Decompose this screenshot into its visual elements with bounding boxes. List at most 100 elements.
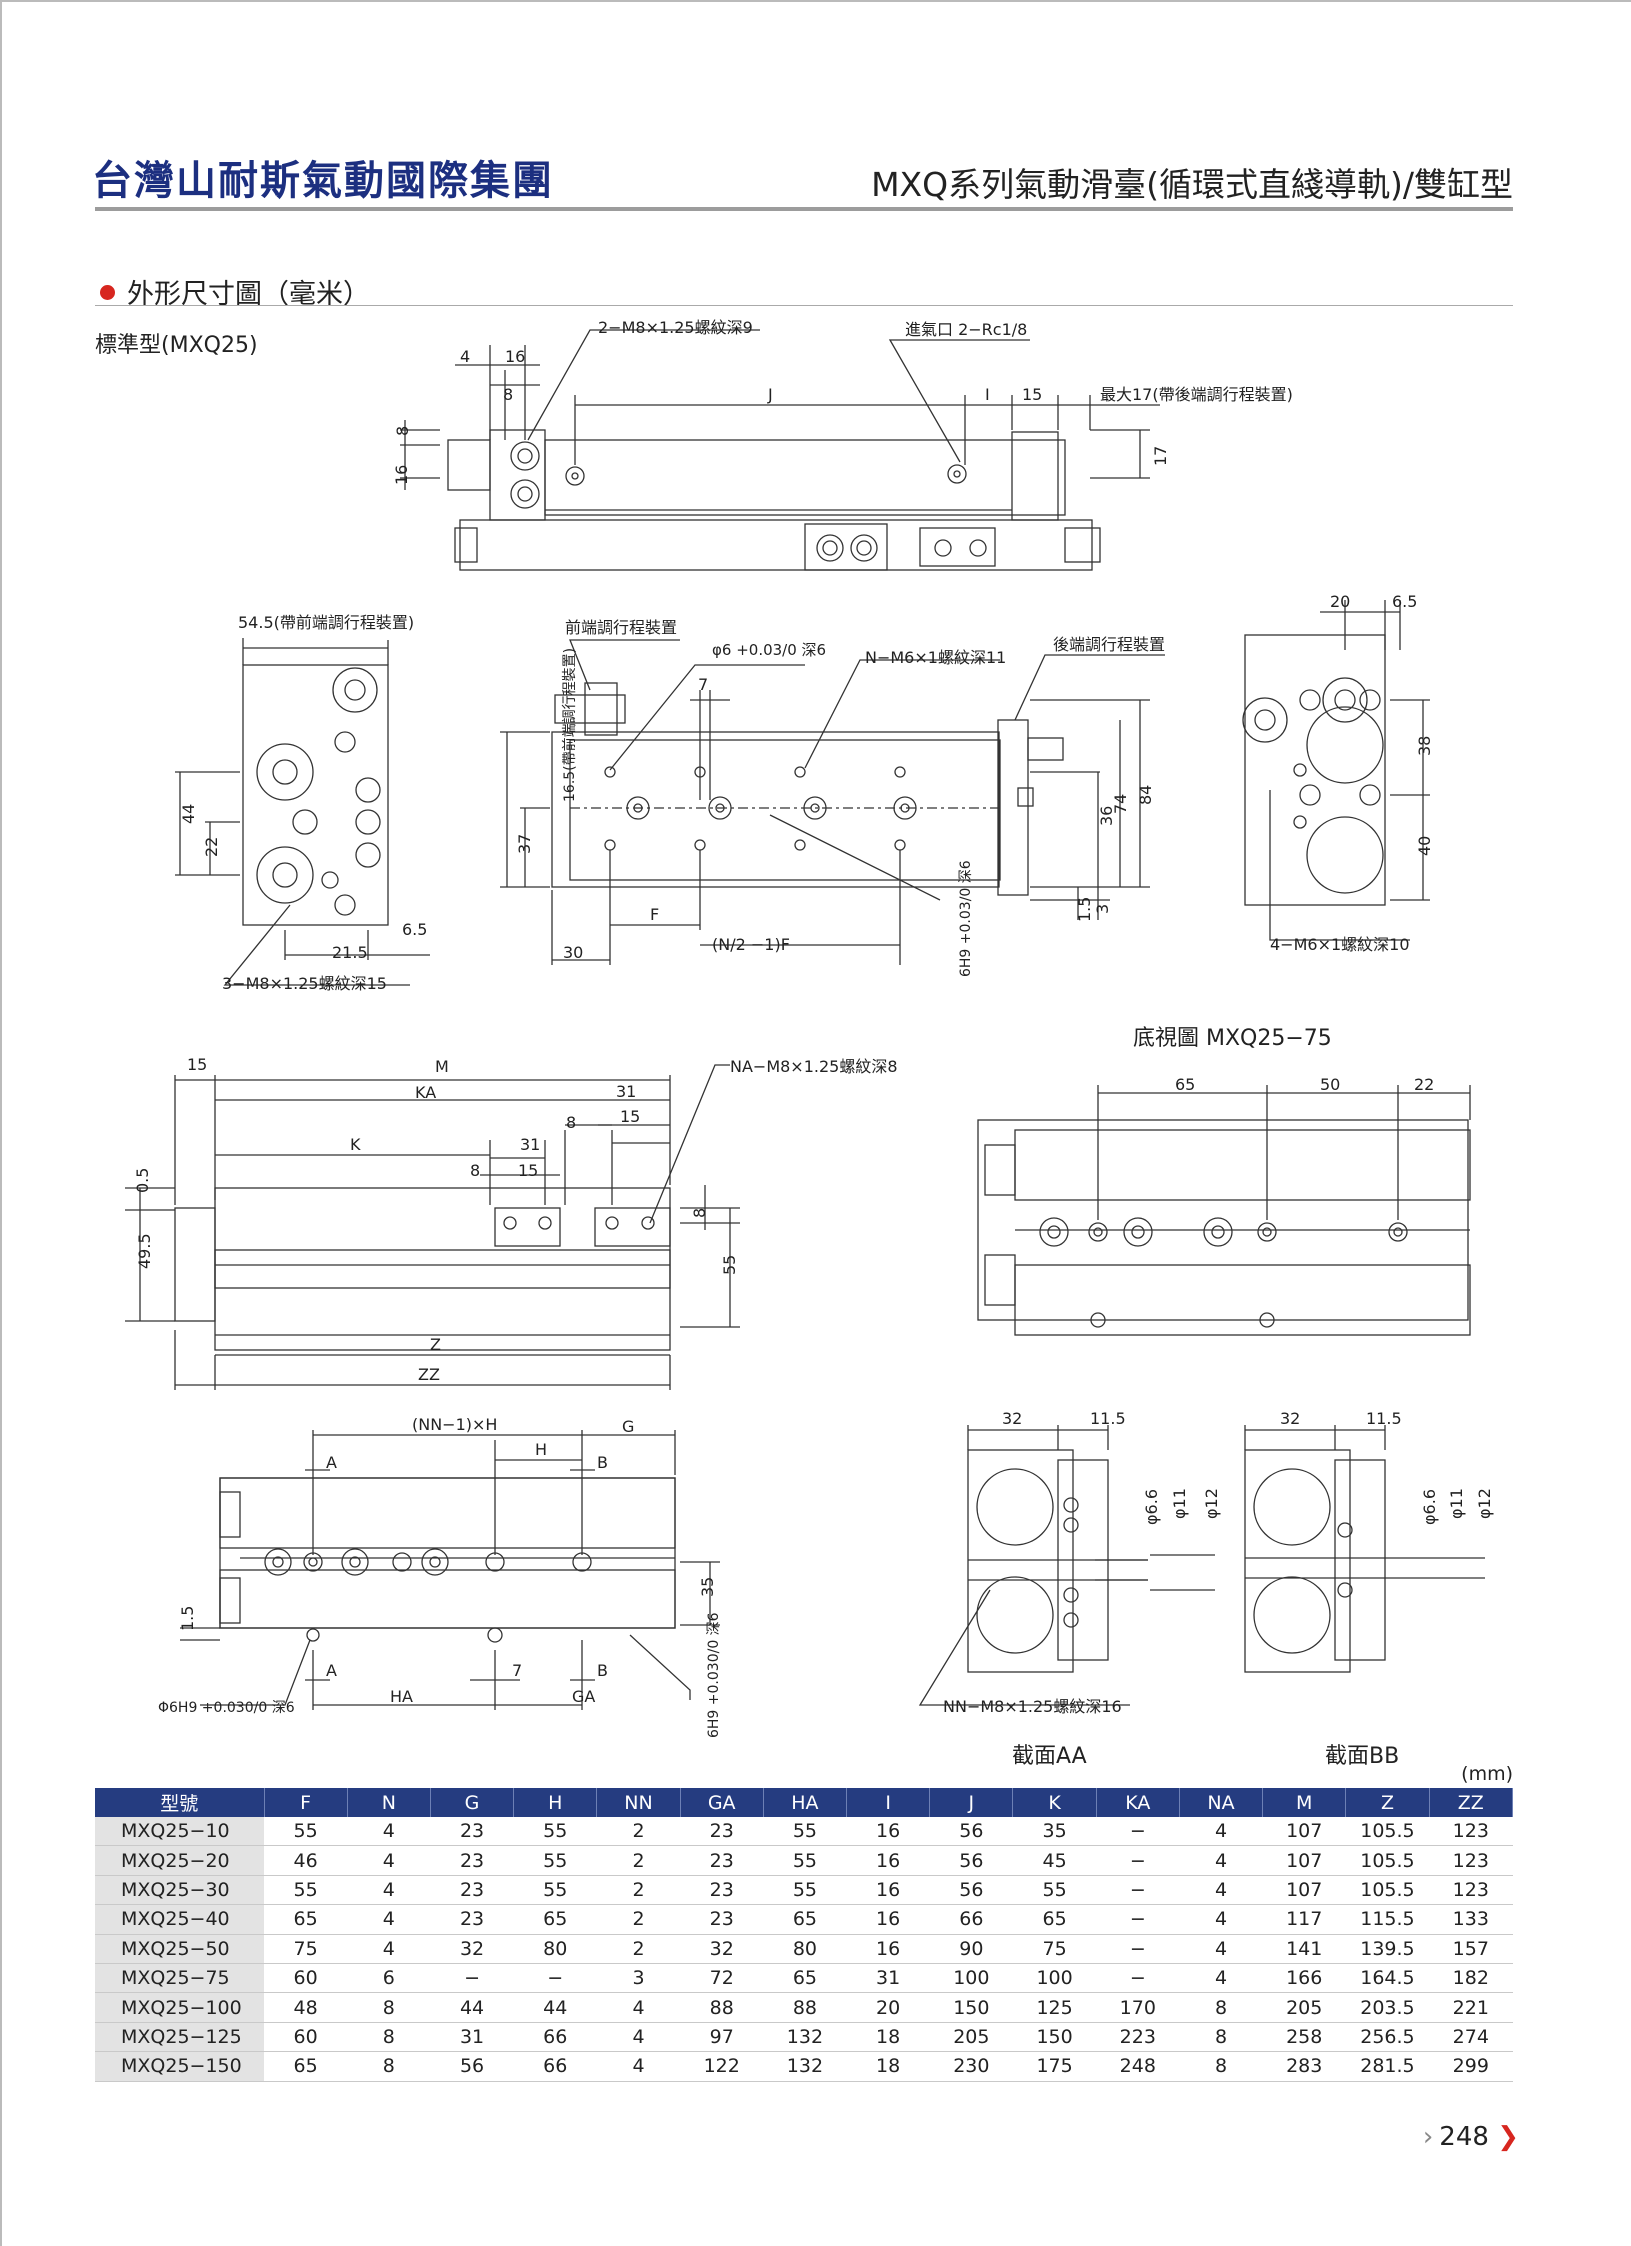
svg-text:K: K	[350, 1135, 361, 1154]
svg-text:84: 84	[1136, 785, 1155, 805]
table-cell: 2	[596, 1904, 681, 1935]
svg-text:HA: HA	[390, 1687, 413, 1706]
table-header-cell: 型號	[95, 1788, 265, 1817]
svg-text:(N/2 −1)F: (N/2 −1)F	[712, 935, 790, 954]
section-heading: 外形尺寸圖（毫米）	[100, 272, 370, 311]
svg-text:35: 35	[698, 1577, 717, 1597]
svg-text:49.5: 49.5	[135, 1233, 154, 1269]
model-cell: MXQ25−10	[95, 1817, 264, 1847]
svg-text:KA: KA	[415, 1083, 436, 1102]
table-cell: 4	[1179, 1934, 1263, 1964]
table-cell: 55	[763, 1875, 847, 1906]
svg-text:6H9 +0.03/0 深6: 6H9 +0.03/0 深6	[958, 860, 974, 977]
table-cell: 166	[1262, 1963, 1346, 1994]
svg-text:36: 36	[1097, 806, 1116, 826]
table-cell: −	[1096, 1817, 1180, 1847]
svg-text:ZZ: ZZ	[418, 1365, 440, 1384]
svg-text:A: A	[326, 1453, 337, 1472]
table-cell: 107	[1262, 1817, 1346, 1847]
table-cell: −	[1096, 1904, 1180, 1935]
series-title: MXQ系列氣動滑臺(循環式直綫導軌)/雙缸型	[871, 165, 1513, 204]
svg-text:NA−M8×1.25螺紋深8: NA−M8×1.25螺紋深8	[730, 1057, 898, 1076]
top-view: 4 16 8 J I 15 最大17(帶後端調行程裝置) 2−M8×1.25螺紋…	[392, 318, 1293, 571]
table-header-cell: NN	[596, 1788, 681, 1817]
table-cell: 65	[763, 1904, 847, 1935]
company-name: 台灣山耐斯氣動國際集團	[92, 158, 554, 204]
svg-text:38: 38	[1415, 736, 1434, 756]
table-cell: 132	[763, 2051, 847, 2082]
front-view: 前端調行程裝置 後端調行程裝置 φ6 +0.03/0 深6 N−M6×1螺紋深1…	[500, 618, 1165, 977]
svg-text:32: 32	[1280, 1409, 1300, 1428]
table-cell: 55	[763, 1845, 847, 1876]
table-header-cell: ZZ	[1429, 1788, 1514, 1817]
right-end-view: 20 6.5 38 40 4−M6×1螺紋深10	[1242, 592, 1434, 954]
svg-text:Φ6H9 +0.030/0 深6: Φ6H9 +0.030/0 深6	[158, 1700, 295, 1716]
section-rule	[95, 305, 1513, 306]
table-cell: 16	[846, 1817, 930, 1847]
svg-text:φ6 +0.03/0 深6: φ6 +0.03/0 深6	[712, 641, 826, 659]
standard-type-label: 標準型(MXQ25)	[95, 333, 258, 358]
header-rule	[95, 207, 1513, 211]
table-cell: 4	[347, 1845, 431, 1876]
svg-text:21.5: 21.5	[332, 943, 368, 962]
svg-text:最大17(帶後端調行程裝置): 最大17(帶後端調行程裝置)	[1100, 385, 1293, 404]
section-title: 外形尺寸圖（毫米）	[127, 279, 370, 310]
table-cell: 123	[1429, 1817, 1513, 1847]
table-header-cell: HA	[763, 1788, 848, 1817]
svg-text:J: J	[767, 385, 773, 404]
table-cell: 105.5	[1345, 1875, 1430, 1906]
table-header-cell: KA	[1096, 1788, 1180, 1817]
svg-text:50: 50	[1320, 1075, 1340, 1094]
table-cell: 107	[1262, 1845, 1346, 1876]
table-cell: 72	[680, 1963, 764, 1994]
table-cell: 56	[430, 2051, 514, 2082]
table-cell: 23	[430, 1875, 514, 1906]
table-cell: 56	[929, 1817, 1013, 1847]
svg-text:前端調行程裝置: 前端調行程裝置	[565, 618, 677, 637]
svg-text:Z: Z	[430, 1335, 441, 1354]
table-cell: 31	[846, 1963, 930, 1994]
table-cell: 123	[1429, 1845, 1513, 1876]
svg-text:7: 7	[512, 1661, 522, 1680]
svg-text:NN−M8×1.25螺紋深16: NN−M8×1.25螺紋深16	[943, 1697, 1122, 1716]
model-cell: MXQ25−75	[95, 1963, 264, 1994]
table-cell: 230	[929, 2051, 1013, 2082]
table-cell: 55	[264, 1875, 348, 1906]
svg-text:6H9 +0.030/0 深6: 6H9 +0.030/0 深6	[706, 1612, 722, 1738]
table-cell: 31	[430, 2022, 514, 2053]
svg-text:22: 22	[1414, 1075, 1434, 1094]
table-cell: 248	[1096, 2051, 1180, 2082]
model-cell: MXQ25−150	[95, 2051, 264, 2082]
svg-text:3: 3	[1093, 904, 1112, 914]
svg-text:37: 37	[515, 834, 534, 854]
svg-text:16: 16	[505, 347, 525, 366]
svg-text:H: H	[535, 1440, 547, 1459]
svg-text:B: B	[597, 1661, 608, 1680]
svg-text:65: 65	[1175, 1075, 1195, 1094]
svg-text:17: 17	[1151, 446, 1170, 466]
table-cell: 80	[763, 1934, 847, 1964]
table-cell: 60	[264, 1963, 348, 1994]
table-cell: 4	[1179, 1904, 1263, 1935]
svg-text:54.5(帶前端調行程裝置): 54.5(帶前端調行程裝置)	[238, 613, 414, 632]
svg-text:φ6.6: φ6.6	[1142, 1489, 1161, 1525]
table-cell: 8	[347, 1992, 431, 2023]
svg-text:4−M6×1螺紋深10: 4−M6×1螺紋深10	[1270, 935, 1410, 954]
table-cell: 122	[680, 2051, 764, 2082]
table-cell: 2	[596, 1817, 681, 1847]
table-cell: 170	[1096, 1992, 1180, 2023]
table-cell: 150	[929, 1992, 1013, 2023]
page-border-left	[0, 0, 2, 2246]
svg-text:32: 32	[1002, 1409, 1022, 1428]
table-cell: 105.5	[1345, 1845, 1430, 1876]
table-cell: 6	[347, 1963, 431, 1994]
table-cell: 133	[1429, 1904, 1513, 1935]
page-number: ›248 ❯	[1422, 2122, 1519, 2152]
table-cell: 283	[1262, 2051, 1346, 2082]
table-cell: 4	[1179, 1875, 1263, 1906]
table-cell: 281.5	[1345, 2051, 1430, 2082]
table-header-cell: G	[430, 1788, 515, 1817]
table-cell: 75	[1012, 1934, 1097, 1964]
